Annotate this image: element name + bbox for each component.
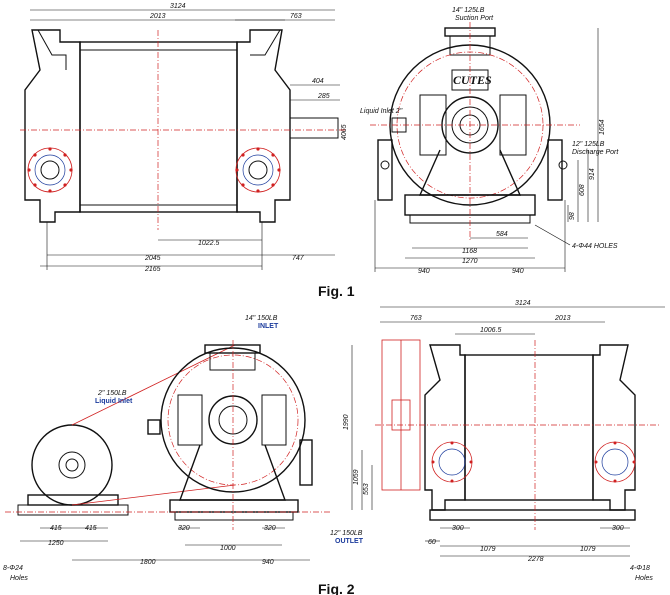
- dim-1654: 1654: [599, 119, 606, 135]
- dim-fig3-1079a: 1079: [480, 546, 496, 553]
- logo: CUTES: [453, 73, 492, 87]
- note-liquid-inlet: Liquid Inlet 2": [360, 108, 403, 115]
- note-suction: 14" 125LB: [452, 7, 485, 14]
- dim-584: 584: [496, 231, 508, 238]
- dim-fig3-2278: 2278: [527, 556, 544, 563]
- dim-fig3-1059: 1059: [353, 469, 360, 485]
- dim-2045: 2045: [144, 255, 161, 262]
- dim-fig3-300a: 300: [452, 525, 464, 532]
- dim-1250: 1250: [48, 540, 64, 547]
- dim-end: 763: [290, 13, 302, 20]
- note-holes-fig2-sub: Holes: [10, 575, 28, 582]
- dim-body: 2013: [149, 13, 166, 20]
- dim-320a: 320: [178, 525, 190, 532]
- note-liquid: Liquid Inlet: [95, 398, 133, 405]
- note-holes-fig3-sub: Holes: [635, 575, 653, 582]
- dim-fig3-60: 60: [428, 539, 436, 546]
- note-liquid-size: 2" 150LB: [97, 390, 127, 397]
- dim-914: 914: [589, 168, 596, 180]
- note-holes-fig3: 4-Φ18: [630, 565, 650, 572]
- dim-98: 98: [569, 212, 576, 220]
- dim-overall: 3124: [170, 3, 186, 10]
- fig2-caption: Fig. 2: [318, 581, 355, 595]
- dim-1168: 1168: [462, 248, 477, 255]
- dim-285: 285: [317, 93, 330, 100]
- dim-fig3-300b: 300: [612, 525, 624, 532]
- note-suction-sub: Suction Port: [455, 15, 494, 22]
- dim-608: 608: [579, 184, 586, 196]
- dim-940a: 940: [418, 268, 430, 275]
- fig1-front-view: 14" 125LB Suction Port CUTES Liquid Inle…: [360, 7, 619, 275]
- fig2-assembly-view: 14" 150LB INLET 2" 150LB Liquid Inlet 12…: [3, 315, 364, 582]
- note-holes: 4-Φ44 HOLES: [572, 243, 618, 250]
- dim-415b: 415: [85, 525, 97, 532]
- note-discharge-sub: Discharge Port: [572, 149, 619, 156]
- dim-4065: 4065: [341, 124, 348, 140]
- dim-940: 940: [262, 559, 274, 566]
- fig3-side-view: 3124 763 2013 1006.5 1990 1059: [343, 300, 665, 582]
- note-inlet-size: 14" 150LB: [245, 315, 278, 322]
- dim-747: 747: [292, 255, 305, 262]
- note-discharge: 12" 125LB: [572, 141, 605, 148]
- dim-404: 404: [312, 78, 324, 85]
- dim-fig3-end: 763: [410, 315, 422, 322]
- fig1-caption: Fig. 1: [318, 283, 355, 299]
- dim-fig3-body: 2013: [554, 315, 571, 322]
- fig1-side-view: 3124 2013 763 404 285 4065: [20, 3, 348, 273]
- dim-10225: 1022.5: [198, 240, 220, 247]
- dim-940b: 940: [512, 268, 524, 275]
- dim-fig3-1079b: 1079: [580, 546, 596, 553]
- dim-1270: 1270: [462, 258, 478, 265]
- dim-320b: 320: [264, 525, 276, 532]
- note-outlet: OUTLET: [335, 538, 364, 545]
- note-holes-fig2: 8-Φ24: [3, 565, 23, 572]
- dim-1000: 1000: [220, 545, 236, 552]
- dim-1800: 1800: [140, 559, 156, 566]
- dim-415a: 415: [50, 525, 62, 532]
- note-outlet-size: 12" 150LB: [330, 530, 363, 537]
- dim-2165: 2165: [144, 266, 161, 273]
- dim-fig3-1990: 1990: [343, 414, 350, 430]
- dim-fig3-overall: 3124: [515, 300, 531, 307]
- dim-fig3-10065: 1006.5: [480, 327, 502, 334]
- note-inlet: INLET: [258, 323, 279, 330]
- dim-fig3-553: 553: [363, 483, 370, 495]
